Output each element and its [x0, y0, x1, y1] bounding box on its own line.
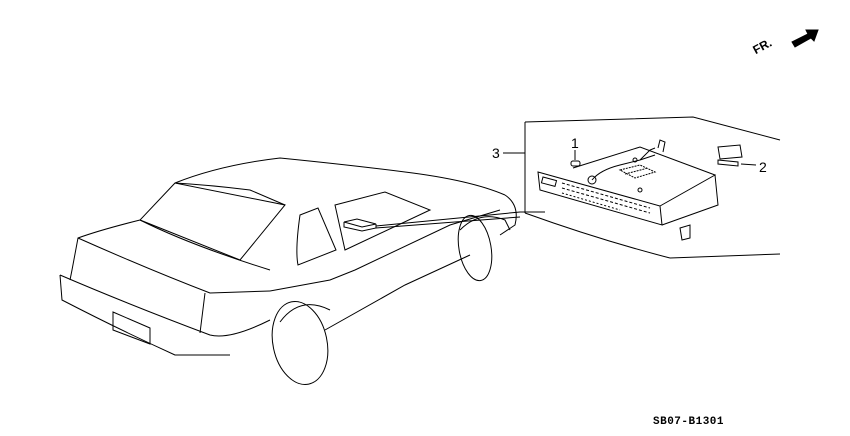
- dash-unit-marker: [343, 218, 377, 232]
- callout-2: 2: [759, 159, 767, 175]
- arrow-front-icon: [791, 29, 819, 48]
- leader-line-2: [375, 216, 521, 229]
- car-outline: [59, 157, 517, 385]
- leader-line: [375, 211, 545, 227]
- assembly-frame: [503, 116, 781, 259]
- control-unit: [537, 139, 757, 241]
- callout-1: 1: [571, 135, 579, 151]
- figure-code: SB07-B1301: [653, 416, 725, 428]
- callout-3: 3: [492, 145, 500, 161]
